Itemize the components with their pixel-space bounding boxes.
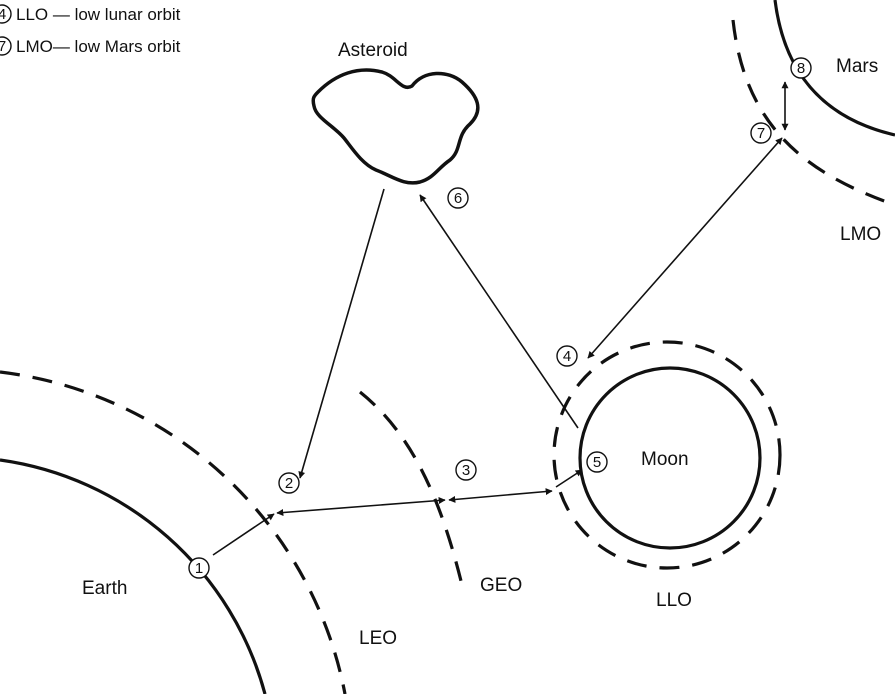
legend-marker-7-number: 7 (0, 38, 6, 55)
arrow-4-to-7 (587, 137, 783, 359)
leo-label: LEO (359, 628, 397, 649)
point-7: 7 (750, 122, 772, 144)
point-1: 1 (188, 557, 210, 579)
point-4: 4 (556, 345, 578, 367)
legend: 4 LLO — low lunar orbit 7 LMO— low Mars … (0, 4, 181, 56)
point-5: 5 (586, 451, 608, 473)
asteroid-label: Asteroid (338, 40, 408, 61)
point-8: 8 (790, 57, 812, 79)
arrow-3-to-5 (448, 488, 553, 503)
arrow-1-to-2 (212, 513, 275, 556)
point-1-label: 1 (195, 560, 203, 577)
legend-marker-4 (0, 4, 12, 24)
lmo-orbit (731, 19, 895, 207)
point-4-label: 4 (563, 348, 571, 365)
legend-marker-7 (0, 36, 12, 56)
moon-label: Moon (641, 449, 689, 470)
llo-label: LLO (656, 590, 692, 611)
leo-orbit (0, 370, 347, 694)
mars-label: Mars (836, 56, 878, 77)
point-3: 3 (455, 459, 477, 481)
arrow-moon-to-llo-entry (555, 469, 583, 488)
legend-item-lmo: LMO— low Mars orbit (16, 37, 181, 56)
point-6-label: 6 (454, 190, 462, 207)
lmo-label: LMO (840, 224, 881, 245)
point-7-label: 7 (757, 125, 765, 142)
point-5-label: 5 (593, 454, 601, 471)
arrow-moon-to-asteroid (419, 194, 579, 429)
asteroid-shape (311, 68, 480, 185)
point-2-label: 2 (285, 475, 293, 492)
legend-item-llo: LLO — low lunar orbit (16, 5, 181, 24)
point-6: 6 (447, 187, 469, 209)
point-3-label: 3 (462, 462, 470, 479)
moon-surface (578, 366, 762, 550)
earth-surface (0, 458, 267, 694)
geo-label: GEO (480, 575, 522, 596)
legend-marker-4-number: 4 (0, 6, 6, 23)
arrow-asteroid-to-2 (298, 188, 385, 479)
point-8-label: 8 (797, 60, 805, 77)
point-2: 2 (278, 472, 300, 494)
arrow-2-to-3 (276, 496, 446, 517)
geo-orbit (358, 390, 464, 586)
earth-label: Earth (82, 578, 127, 599)
mars-surface (773, 0, 895, 137)
